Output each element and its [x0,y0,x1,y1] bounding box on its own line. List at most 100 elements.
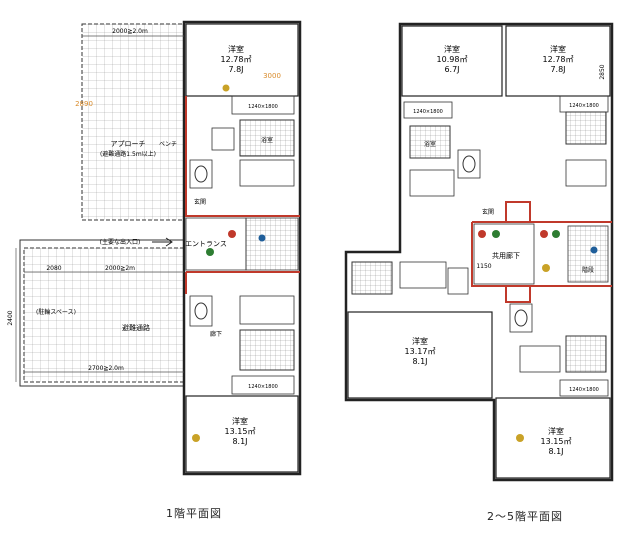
dim-hall-label: 1150 [476,263,491,270]
room-nw-name: 洋室 [444,44,460,54]
dim-accent-1: 3000 [263,72,281,80]
room-north-tatami: 7.8J [228,65,243,74]
marker-icon [516,434,524,442]
toilet-1f-north [189,159,213,189]
bench-label: ベンチ [159,141,177,148]
stair-1f [245,217,299,271]
bath-label: 浴室 [261,136,273,144]
closet-dim-1: 1240×1800 [413,109,443,115]
marker-icon [552,230,560,238]
bath-ne [565,111,607,145]
bicycle-label: (駐輪スペース) [36,308,76,316]
room-nw-tatami: 6.7J [444,65,459,74]
kitchen-se [519,345,561,373]
room-mid-tatami: 8.1J [412,357,427,366]
bath-nw [409,125,451,159]
toilet-n [457,149,481,179]
dim-bottom-label: 2700≧2.0m [88,365,124,372]
entrance-arrow-icon [152,237,173,247]
toilet-bowl-1f-s [194,302,208,320]
room-south-area: 13.15㎡ [225,427,256,436]
room-mid [347,311,493,399]
kitchen-1f-north [239,159,295,187]
closet-1f-north [231,95,295,115]
entrance-label: エントランス [185,240,227,248]
dim-side-label: 2400 [7,310,14,325]
main-entrance-label: (主要な出入口) [100,238,141,246]
red-outline-1f [185,96,300,294]
bath-w [351,261,393,295]
toilet-w [447,267,469,295]
approach-label: アプローチ [111,140,146,148]
genkan-label: 玄関 [482,208,494,216]
marker-icon [478,230,486,238]
room-ne [505,25,611,97]
evac-label: 避難通路 [122,323,150,332]
room-north-name: 洋室 [228,44,244,54]
marker-icon [492,230,500,238]
stair-2f [567,225,609,283]
marker-icon [258,234,266,242]
toilet-s [509,303,533,333]
closet-dim-1: 1240×1800 [248,104,278,110]
closet-nw [403,101,453,119]
toilet-bowl-s [514,309,528,327]
dim-mid-left-label: 2080 [46,265,61,272]
closet-dim-2: 1240×1800 [569,103,599,109]
room-ne-area: 12.78㎡ [543,55,574,64]
kitchen-ne [565,159,607,187]
closet-ne [559,95,609,113]
bath-1f-north [239,119,295,157]
bath-label: 浴室 [424,140,436,148]
plan-1f: 洋室 12.78㎡ 7.8J 洋室 13.15㎡ 8.1J 2000≧2.0m … [7,20,302,476]
room-north-area: 12.78㎡ [221,55,252,64]
room-nw [401,25,503,97]
room-north-1f [185,23,299,97]
approach-sub-label: (避難通路1.5m以上) [100,150,156,158]
room-se-tatami: 8.1J [548,447,563,456]
building-2f-outline [344,22,614,482]
dim-side-label: 2850 [599,64,606,79]
closet-se [559,379,609,397]
marker-icon [540,230,548,238]
approach-area [81,23,185,221]
caption-1f: 1階平面図 [166,507,222,520]
marker-icon [206,248,214,256]
building-1f-walls [182,20,302,476]
bath-1f-south [239,329,295,371]
room-se-name: 洋室 [548,426,564,436]
toilet-bowl-1f-n [194,165,208,183]
kitchen-w [399,261,447,289]
closet-dim-3: 1240×1800 [569,387,599,393]
dim-top-label: 2000≧2.0m [112,28,148,35]
stair-label: 階段 [582,266,594,274]
marker-icon [222,84,230,92]
genkan-label: 玄関 [194,198,206,206]
kitchen-n [409,169,455,197]
common-hall-label: 共用廊下 [492,251,520,260]
marker-icon [590,246,598,254]
room-se [495,397,611,479]
room-nw-area: 10.98㎡ [437,55,468,64]
red-core-outline [471,201,612,303]
closet-dim-2: 1240×1800 [248,384,278,390]
room-mid-name: 洋室 [412,336,428,346]
room-ne-tatami: 7.8J [550,65,565,74]
room-ne-name: 洋室 [550,44,566,54]
room-se-area: 13.15㎡ [541,437,572,446]
room-mid-area: 13.17㎡ [405,347,436,356]
bicycle-area [23,247,185,383]
toilet-bowl-n [462,155,476,173]
caption-2-5f: 2～5階平面図 [487,510,563,523]
room-south-1f [185,395,299,473]
closet-1f-south [231,375,295,395]
room-south-tatami: 8.1J [232,437,247,446]
corridor-label: 廊下 [210,330,222,338]
room-south-name: 洋室 [232,416,248,426]
dim-accent-2: 2890 [75,100,93,108]
marker-icon [542,264,550,272]
washer-1f-n [211,127,235,151]
kitchen-1f-south [239,295,295,325]
